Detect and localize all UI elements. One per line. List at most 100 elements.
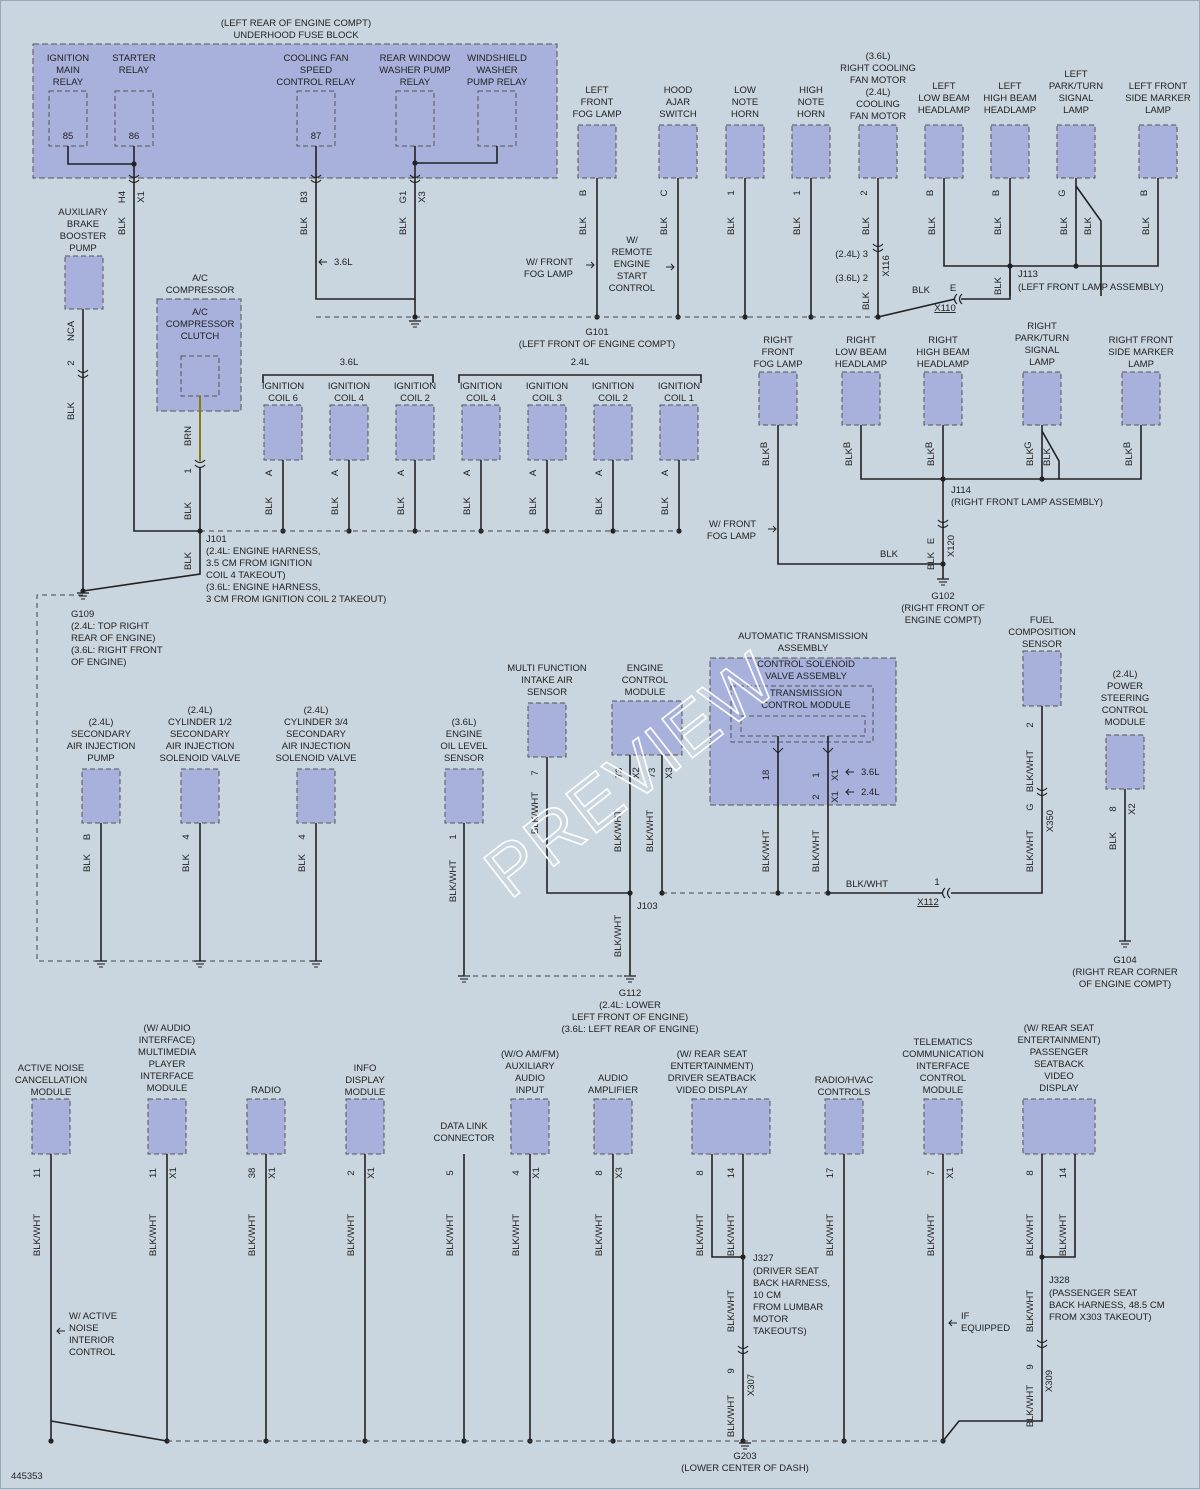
wire-label: BLK/WHT	[645, 810, 656, 852]
pin-label: B	[1139, 190, 1150, 196]
ground-label: G101	[585, 327, 608, 338]
component-box	[64, 255, 104, 310]
ground-label: G109	[71, 609, 94, 620]
pin-label: B	[991, 190, 1002, 196]
pin-label: G	[1023, 441, 1034, 448]
connector	[937, 519, 949, 529]
wire-label: BLK	[594, 496, 605, 515]
component-box	[858, 124, 898, 179]
splice-dot	[1039, 1254, 1045, 1260]
pin-label: 14	[726, 1168, 737, 1179]
relay-box	[477, 90, 517, 147]
wire-label: BLK	[462, 496, 473, 515]
pin-label: A	[330, 469, 341, 476]
pin-label: X1	[830, 791, 841, 803]
pin-label: 2	[346, 1170, 357, 1175]
pin-label: E	[926, 538, 937, 544]
variant-label: 2.4L	[861, 787, 880, 798]
splice-dot	[742, 314, 748, 320]
wire-label: BLK/WHT	[594, 1214, 605, 1256]
pin-label: B	[842, 442, 853, 448]
ground-label: G102	[931, 591, 954, 602]
component-box	[180, 768, 220, 824]
connector	[1036, 1339, 1048, 1349]
pin-label: 4	[181, 834, 192, 839]
connector-label: NCA	[66, 320, 77, 341]
wire-label: BLK	[183, 501, 194, 520]
pin-label: 1	[183, 468, 194, 473]
wire-label: BLK	[861, 291, 872, 310]
wire-label: BRN	[183, 426, 194, 446]
component-box	[1056, 124, 1096, 179]
pin-label: B	[759, 442, 770, 448]
wire-label: BLK	[1042, 447, 1053, 466]
arrow	[845, 768, 854, 776]
connector-label: X110	[934, 303, 955, 314]
bracket	[458, 374, 702, 383]
pin-label: 73	[614, 768, 625, 779]
component-box	[990, 124, 1030, 179]
splice-desc: (LEFT FRONT LAMP ASSEMBLY)	[1018, 282, 1164, 293]
relay-pin: 87	[311, 131, 322, 142]
wire-label: BLK/WHT	[247, 1214, 258, 1256]
component-box	[725, 124, 765, 179]
component-box	[758, 371, 798, 426]
wire-label: BLK/WHT	[346, 1214, 357, 1256]
pin-label: 38	[247, 1168, 258, 1179]
component-box	[180, 355, 220, 397]
splice-dot	[412, 528, 418, 534]
component-box	[510, 1098, 550, 1155]
splice-dot	[610, 528, 616, 534]
wire	[942, 1154, 1043, 1442]
wire-label: BLK	[330, 496, 341, 515]
connector	[194, 459, 206, 469]
wire-label: BLK	[880, 549, 899, 560]
wire-label: BLK	[844, 447, 855, 466]
pin-label: 2	[66, 360, 77, 365]
component-box	[923, 371, 963, 426]
tcm-box	[740, 715, 866, 737]
wire-label: BLK	[1083, 216, 1094, 235]
wire	[943, 178, 1102, 296]
wire-label: BLK	[1124, 447, 1135, 466]
pin-label: 11	[32, 1168, 43, 1178]
fuse-block-title: (LEFT REAR OF ENGINE COMPT)	[221, 18, 371, 29]
relay-box	[48, 90, 88, 147]
splice-dot	[412, 160, 418, 166]
wire-label: BLK	[264, 496, 275, 515]
component-box	[1121, 371, 1161, 426]
connector-label: X1	[945, 1167, 956, 1179]
variant-label: 3.6L	[861, 767, 880, 778]
component-box	[923, 1098, 963, 1155]
wire-label: BLK	[993, 216, 1004, 235]
wire-label: BLK	[1059, 216, 1070, 235]
component-box	[593, 404, 633, 461]
wire-label: BLK/WHT	[811, 830, 822, 872]
wire-label: BLK/WHT	[445, 1214, 456, 1256]
wire	[133, 182, 200, 532]
pin-label: B	[925, 190, 936, 196]
wire-label: BLK	[912, 285, 931, 296]
pin-label: C	[659, 189, 670, 196]
wire-label: BLK	[578, 216, 589, 235]
pin-label: 8	[1108, 806, 1119, 811]
